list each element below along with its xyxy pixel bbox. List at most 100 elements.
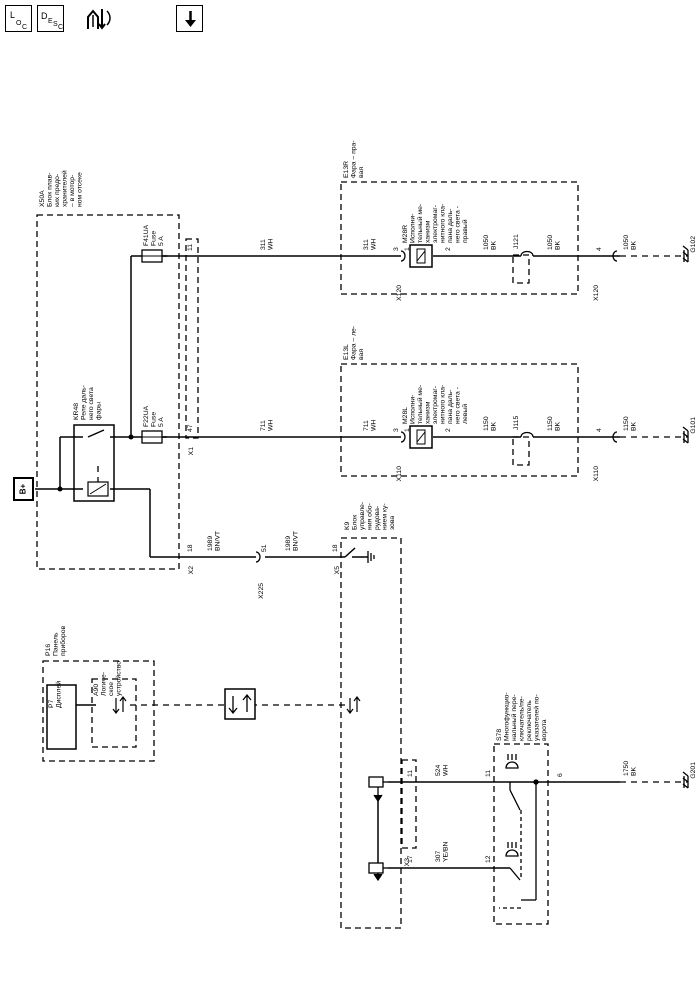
wire-label-1989a: 1989BN/VT [207,531,222,551]
e13r-headlamp-box [340,181,579,295]
g201-ground-icon [682,771,689,789]
m28l-actuator [409,425,433,449]
desc-letter-e: E [48,18,53,25]
high-beam-icon [505,754,519,769]
splice-j115: J115 [513,416,520,430]
j115-splice-box [512,436,530,466]
j115-splice [520,431,534,438]
toolbar: L O C D E S C [0,0,700,44]
kr48-label: KR48 Реле даль- него света фары [73,383,103,420]
g102-ground-icon [682,245,689,263]
desc-letter-d: D [41,11,48,21]
loc-letter-c: C [22,24,27,31]
x120-connector-out [612,250,618,262]
desc-letter-s: S [53,21,58,28]
wire-label-1150b: 1150BK [547,416,562,431]
m28l-label: M28L Исполни- тельный ме- ханизм электро… [402,383,469,424]
fuse-f41ua [141,249,163,263]
x50a-label: X50A Блок плав- ких предо- хранителей – … [39,168,84,207]
pin-m28r-2: 2 [445,247,452,251]
fuse-f22ua [141,430,163,444]
m28r-actuator [409,244,433,268]
connector-x2: X2 [188,566,195,575]
e13r-label: E13R Фара – пра- вая [343,139,365,178]
x225-connector [255,551,261,563]
connector-x5: X5 [334,566,341,575]
pin-x110-4: 4 [596,428,603,432]
x3-connector-box [401,759,417,849]
pin-x2-18: 18 [187,544,194,552]
pin-x3-11: 11 [407,770,414,777]
loc-letter-l: L [10,10,15,20]
x1-connector-box [185,238,199,439]
wire-label-1750: 1750BK [623,761,638,776]
connector-x110-out: X110 [593,466,600,482]
a90-logic-device-box [91,678,137,748]
pin-m28l-2: 2 [445,428,452,432]
pin-m28l-1: 1 [404,428,411,432]
connector-x120-out: X120 [593,285,600,301]
wire-label-1150a: 1150BK [483,416,498,431]
wire-label-524: 524WH [435,764,450,776]
pin-x5-18: 18 [332,544,339,552]
k9-switch-blade [344,547,356,558]
pin-x120-4: 4 [596,247,603,251]
x50a-fuse-block-box [36,214,180,570]
x110-connector-out [612,431,618,443]
k9-label: K9 Блок управле- ния обо- рудова- нием к… [344,500,396,530]
e13l-label: E13L Фара – ле- вая [343,324,365,360]
wire-label-711a: 711WH [260,420,275,431]
loc-letter-o: O [16,20,22,27]
pin-x225-51: 51 [261,544,268,552]
wire-label-1050a: 1050BK [483,235,498,250]
j121-splice [520,250,534,257]
pin-x3-17: 17 [407,855,414,863]
signal-flow-button[interactable] [83,5,111,32]
kr48-relay [57,424,134,502]
x110-connector-in [400,431,406,443]
loc-button[interactable]: L O C [5,5,32,32]
connector-x1: X1 [188,447,195,456]
a90-data-arrows-icon [112,696,127,714]
pin-x1-11: 11 [187,244,194,251]
k9-body-control-box [340,537,402,929]
k9-internal-ground-icon [367,551,375,563]
pin-s78-11: 11 [485,770,492,777]
pin-x110-3: 3 [393,428,400,432]
wire-label-311a: 311WH [260,239,275,250]
pin-s78-12: 12 [485,855,492,863]
s78-switch-box [493,743,549,925]
s78-label: S78 Многофункцио- нальный пере- ключател… [496,690,548,741]
wire-label-1989b: 1989BN/VT [285,531,300,551]
desc-button[interactable]: D E S C [37,5,64,32]
f41ua-label: F41UA Fuse 5 A [143,223,165,246]
wire-label-1050c: 1050BK [623,235,638,250]
wire-label-311b: 311WH [363,239,378,250]
pin-x1-47: 47 [187,424,194,432]
connector-x110-in: X110 [396,466,403,482]
wire-label-711b: 711WH [363,420,378,431]
e13l-headlamp-box [340,363,579,477]
connector-x3: X3 [404,858,411,867]
arrow-down-icon [185,11,196,27]
pin-s78-6: 6 [557,773,564,777]
signal-flow-icon [87,9,111,30]
p7-display [46,684,77,750]
pin-m28r-1: 1 [404,247,411,251]
p16-instrument-panel-box [42,660,155,762]
x120-connector-in [400,250,406,262]
splice-j121: J121 [513,234,520,249]
wire-label-307: 307YE/BN [435,842,450,862]
connector-x225: X225 [258,583,265,599]
a90-label: A90 Логиче- ское устройство [93,661,123,696]
download-button[interactable] [176,5,203,32]
g101-ground-icon [682,426,689,444]
svg-text:B+: B+ [19,483,28,494]
p16-label: P16 Панель приборов [45,626,67,656]
desc-letter-c: C [58,24,63,31]
p7-label: P7 Дисплей [48,681,63,708]
pin-x120-3: 3 [393,247,400,251]
k9-data-arrows-icon [346,696,361,714]
bplus-source: B+ [13,477,34,501]
serial-data-gateway-icon [224,688,256,720]
